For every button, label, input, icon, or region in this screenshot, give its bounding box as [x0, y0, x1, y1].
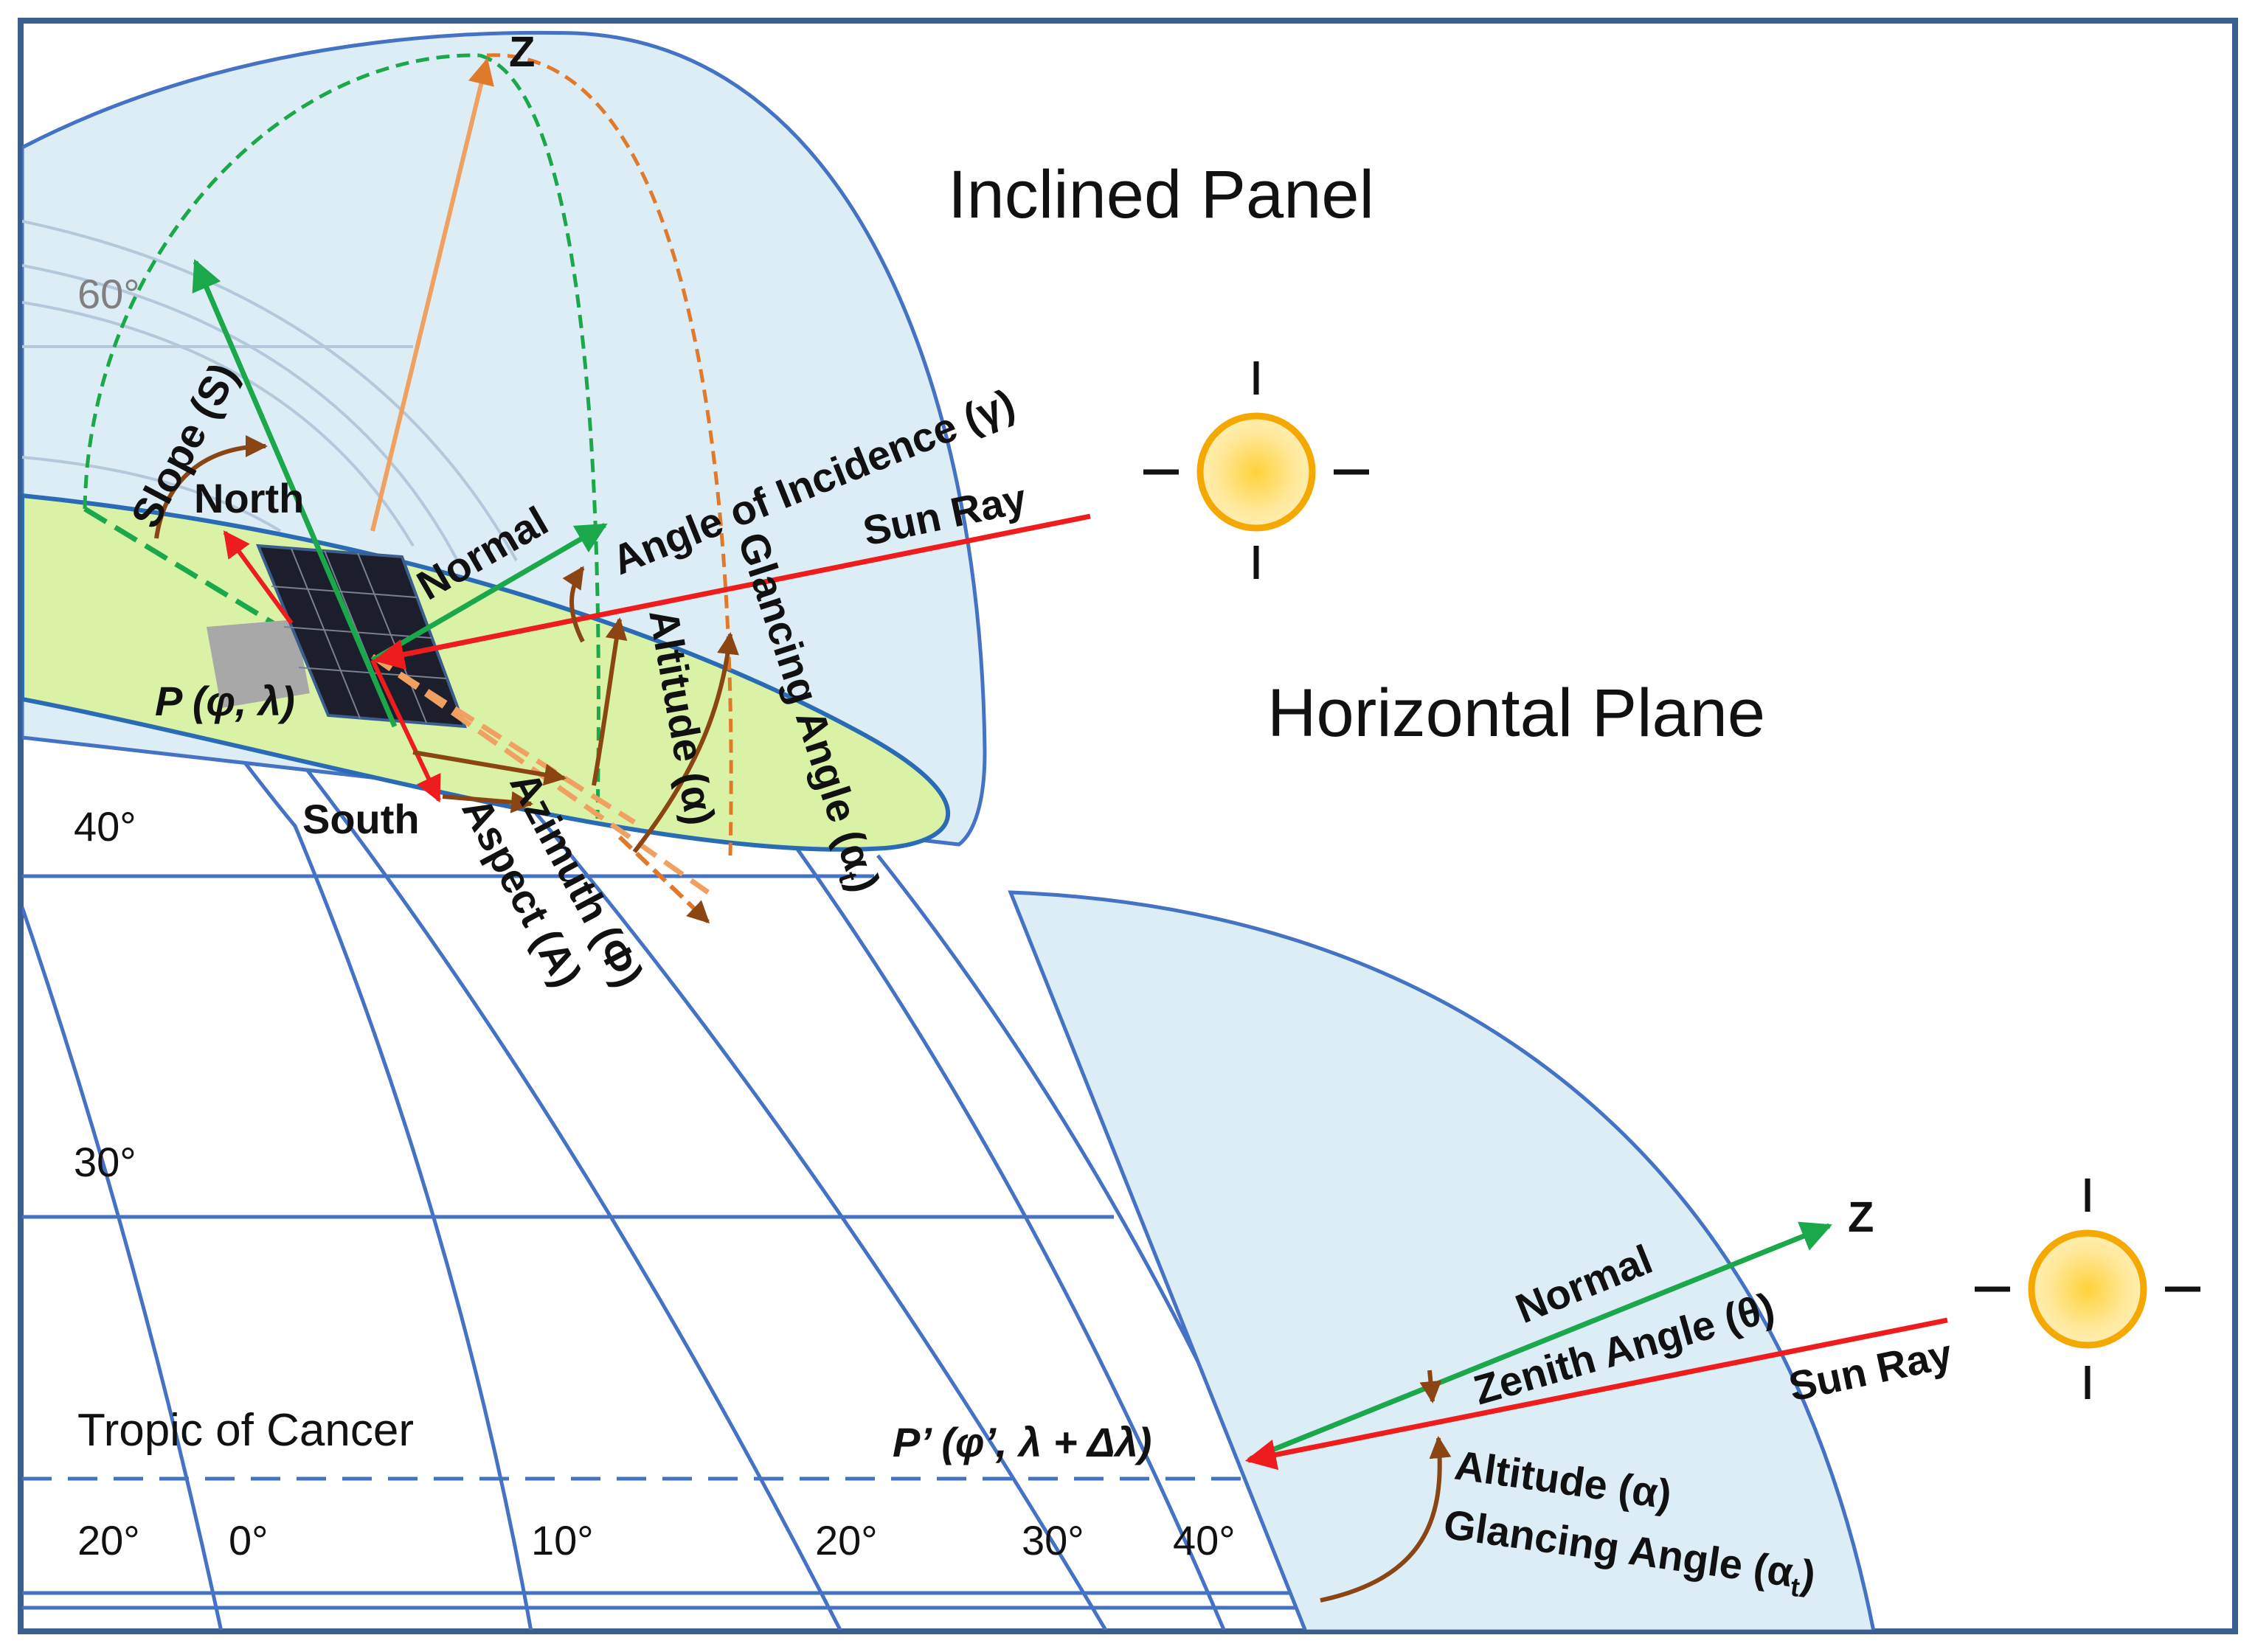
- sun-ray-bottom: [1244, 1317, 1948, 1471]
- north-label: North: [194, 475, 304, 521]
- longitude-label: 30°: [1022, 1517, 1084, 1564]
- north-arrow: [223, 530, 294, 625]
- sun-ray-top: [373, 513, 1091, 670]
- angle-arcs-bottom: [1320, 1370, 1452, 1603]
- longitude-label: 20°: [815, 1517, 878, 1564]
- south-label: South: [302, 796, 420, 842]
- sun-icon-bottom: [1975, 1179, 2200, 1399]
- zenith-label-top: Z: [509, 28, 535, 76]
- longitude-label: 10°: [531, 1517, 594, 1564]
- lower-sky-dome: [1008, 890, 1876, 1630]
- normal-arrow-bottom: [1249, 1221, 1832, 1462]
- tropic-of-cancer-label: Tropic of Cancer: [77, 1405, 414, 1456]
- angle-arcs-top: [154, 435, 739, 924]
- normal-arrow-top: [371, 522, 608, 663]
- longitude-label: 40°: [1173, 1517, 1236, 1564]
- point-p-label: P (φ, λ): [155, 678, 295, 724]
- south-arrow: [370, 659, 441, 803]
- latitude-30-label: 30°: [74, 1139, 136, 1185]
- point-p-prime-label: P’ (φ’, λ + Δλ): [893, 1419, 1151, 1465]
- zenith-line-top: [370, 58, 494, 532]
- longitude-label: 20°: [77, 1517, 140, 1564]
- title-horizontal-plane: Horizontal Plane: [1267, 676, 1765, 751]
- zenith-label-bottom: Z: [1848, 1193, 1874, 1241]
- graticule-grid: [22, 308, 1322, 1630]
- latitude-60-label: 60°: [77, 271, 140, 317]
- longitude-label: 0°: [229, 1517, 269, 1564]
- panel-normal-arrow: [192, 259, 398, 728]
- ground-ellipse: [22, 493, 950, 852]
- title-inclined-panel: Inclined Panel: [948, 157, 1374, 232]
- faint-latitude-arcs: [22, 220, 518, 561]
- sun-icon-top: [1143, 361, 1369, 579]
- latitude-40-label: 40°: [74, 803, 136, 850]
